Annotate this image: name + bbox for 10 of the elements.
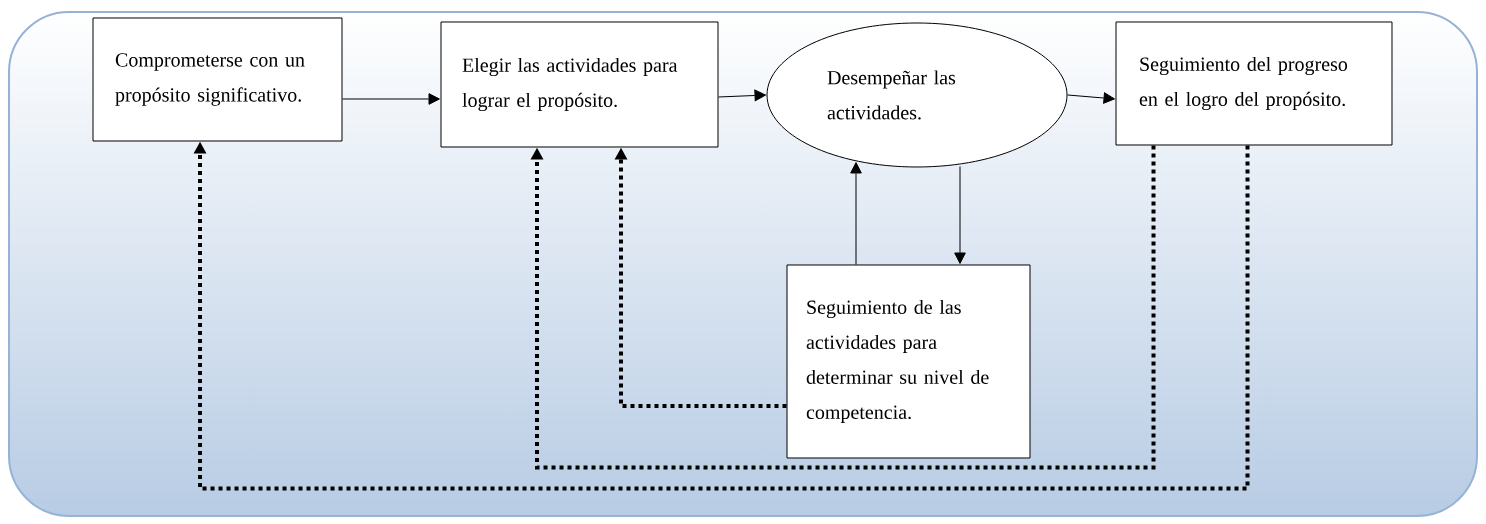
dotted-arrow [530,145,1156,470]
arrow [718,89,766,102]
process-box: Comprometerse con un propósito significativo. [92,17,343,142]
arrow [850,162,862,265]
arrow [1067,92,1115,104]
arrow [954,166,966,264]
process-box: Seguimiento del progreso en el logro del propósito. [1115,21,1393,146]
process-box: Elegir las actividades para lograr el propósito. [440,21,719,148]
process-box: Seguimiento de las actividades para determinar su nivel de competencia. [786,264,1031,459]
arrow [342,93,440,105]
